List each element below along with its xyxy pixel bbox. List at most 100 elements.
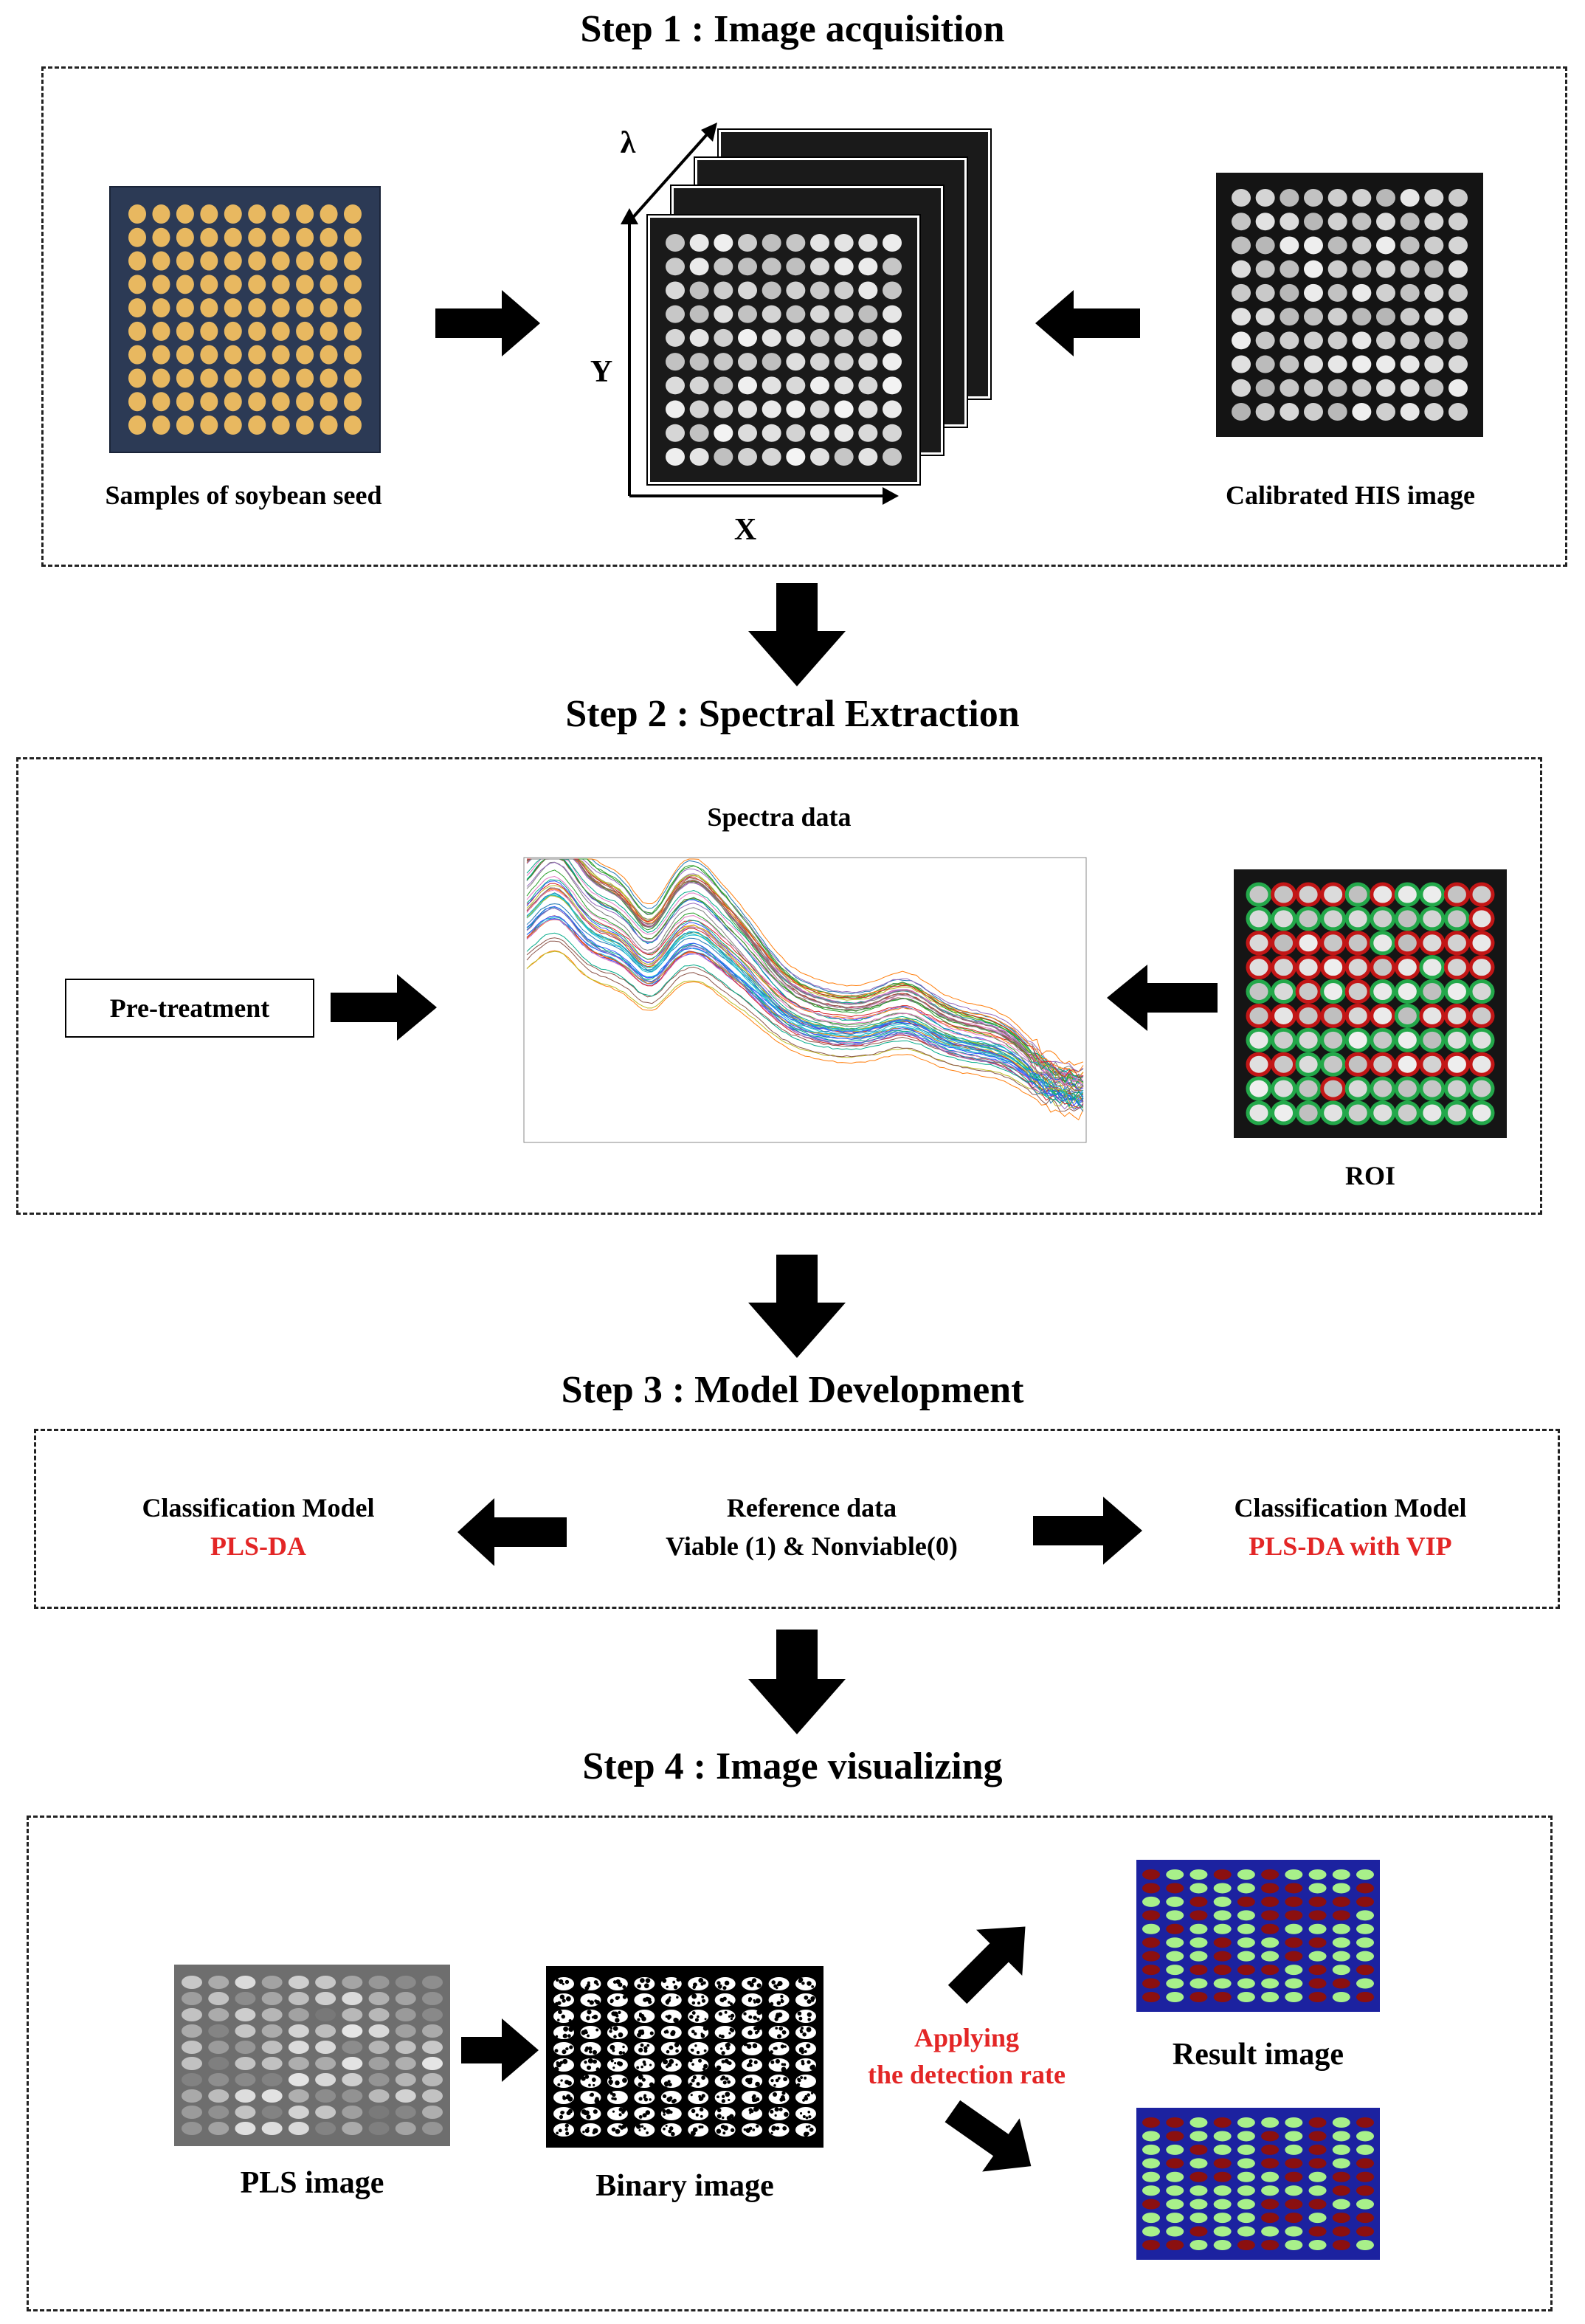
seed-dot <box>368 2008 390 2021</box>
seed-dot <box>1308 1910 1327 1921</box>
seed-dot <box>1376 189 1395 207</box>
seed-dot <box>786 376 806 395</box>
seed-dot <box>714 2026 736 2039</box>
seed-dot <box>666 328 685 347</box>
seed-dot <box>1397 1103 1418 1123</box>
seed-dot <box>1308 2144 1327 2155</box>
seed-dot <box>1308 1869 1327 1880</box>
seed-dot <box>1142 1965 1160 1976</box>
seed-dot <box>128 275 146 294</box>
seed-dot <box>714 400 733 418</box>
reference-detail: Viable (1) & Nonviable(0) <box>666 1531 958 1561</box>
axis-lambda-label: λ <box>620 126 636 160</box>
seed-dot <box>1166 1923 1184 1934</box>
seed-dot <box>1142 1910 1160 1921</box>
seed-dot <box>689 353 709 371</box>
seed-dot <box>1356 2131 1374 2142</box>
seed-dot <box>176 345 194 365</box>
seed-dot <box>422 2073 443 2086</box>
seed-dot <box>1352 355 1372 373</box>
seed-dot <box>1308 2199 1327 2210</box>
seed-dot <box>1448 308 1468 326</box>
seed-dot <box>738 281 757 300</box>
seed-dot <box>1280 189 1299 207</box>
seed-dot <box>1285 1937 1303 1948</box>
seed-dot <box>1397 957 1418 977</box>
seed-dot <box>315 2041 336 2054</box>
seed-dot <box>248 227 266 247</box>
arrow-icon <box>748 1255 846 1358</box>
seed-dot <box>738 353 757 371</box>
seed-dot <box>1400 308 1420 326</box>
seed-dot <box>1352 260 1372 278</box>
seed-dot <box>1285 2213 1303 2224</box>
seed-dot <box>1189 1869 1208 1880</box>
seed-dot <box>1261 1896 1280 1907</box>
seed-dot <box>786 448 806 466</box>
seed-dot <box>1237 2117 1255 2128</box>
seed-dot <box>1356 2185 1374 2196</box>
seed-dot <box>1213 2131 1232 2142</box>
seed-dot <box>1322 1103 1344 1123</box>
seed-dot <box>714 2091 736 2104</box>
seed-dot <box>1285 1992 1303 2002</box>
seed-dot <box>1232 260 1251 278</box>
seed-dot <box>1304 213 1323 231</box>
seed-dot <box>810 400 829 418</box>
seed-dot <box>248 298 266 318</box>
seed-dot <box>1322 885 1344 904</box>
seed-dot <box>1261 1923 1280 1934</box>
seed-dot <box>1421 1030 1443 1050</box>
seed-dot <box>1189 1951 1208 1962</box>
seed-dot <box>1332 1951 1350 1962</box>
seed-dot <box>1261 2144 1280 2155</box>
seed-dot <box>1397 933 1418 953</box>
seed-dot <box>182 2122 202 2135</box>
seed-dot <box>688 2042 709 2055</box>
seed-dot <box>1356 1869 1374 1880</box>
seed-dot <box>1213 2144 1232 2155</box>
calibrated-his-image <box>1216 173 1483 437</box>
seed-dot <box>272 298 290 318</box>
seed-dot <box>1308 2117 1327 2128</box>
seed-dot <box>1280 379 1299 397</box>
seed-dot <box>368 2089 390 2103</box>
seed-dot <box>1308 1978 1327 1989</box>
seed-dot <box>834 353 854 371</box>
seed-dot <box>810 353 829 371</box>
seed-dot <box>1298 1030 1319 1050</box>
seed-dot <box>1249 1030 1269 1050</box>
seed-dot <box>1327 213 1347 231</box>
seed-dot <box>235 2041 256 2054</box>
seed-dot <box>1213 2158 1232 2169</box>
step1-box <box>41 66 1567 567</box>
seed-dot <box>1332 1937 1350 1948</box>
seed-dot <box>1332 1896 1350 1907</box>
seed-dot <box>182 1992 202 2005</box>
seed-dot <box>176 227 194 247</box>
seed-dot <box>320 298 338 318</box>
seed-dot <box>296 251 314 271</box>
seed-dot <box>224 416 242 435</box>
seed-dot <box>1237 1923 1255 1934</box>
seed-dot <box>1308 1951 1327 1962</box>
seed-dot <box>1261 1910 1280 1921</box>
seed-dot <box>1261 2171 1280 2182</box>
seed-dot <box>1308 1965 1327 1976</box>
seed-dot <box>208 2122 229 2135</box>
seed-dot <box>248 368 266 388</box>
seed-dot <box>1332 2199 1350 2210</box>
seed-dot <box>858 234 878 252</box>
seed-dot <box>1142 2131 1160 2142</box>
seed-dot <box>1249 885 1269 904</box>
seed-dot <box>1237 1965 1255 1976</box>
pretreatment-box: Pre-treatment <box>65 979 314 1038</box>
seed-dot <box>1446 982 1468 1001</box>
seed-dot <box>786 305 806 323</box>
seed-dot <box>1273 1030 1294 1050</box>
seed-dot <box>714 328 733 347</box>
seed-dot <box>738 400 757 418</box>
seed-dot <box>315 2008 336 2021</box>
seed-dot <box>1400 355 1420 373</box>
seed-dot <box>1356 2226 1374 2237</box>
